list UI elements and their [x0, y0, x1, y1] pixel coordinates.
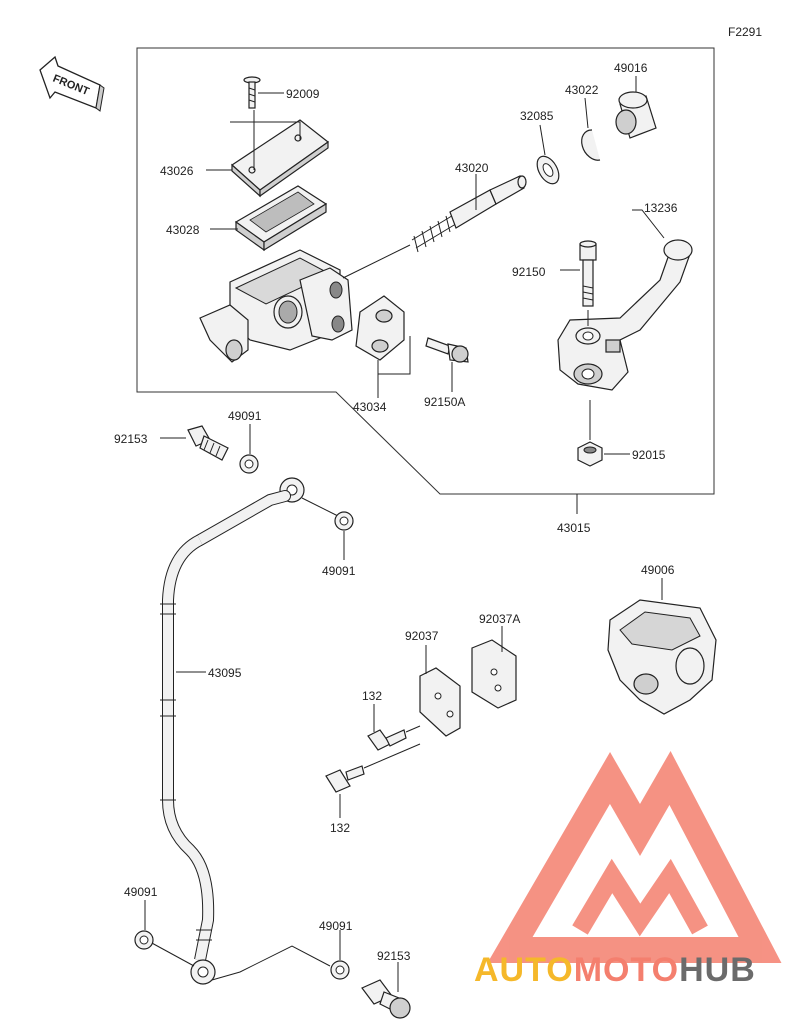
label-92153-bot: 92153 — [377, 949, 411, 963]
washer-49091-a — [239, 454, 259, 474]
master-cylinder-body — [199, 249, 353, 363]
washer-49091-c — [134, 930, 154, 950]
washer-49091-b — [334, 511, 354, 531]
watermark-logo-icon — [487, 751, 782, 963]
screw-92009 — [243, 76, 261, 109]
banjo-bolt-92153-bottom — [361, 979, 411, 1019]
label-132-b: 132 — [330, 821, 350, 835]
label-43015: 43015 — [557, 521, 591, 535]
label-49091-a: 49091 — [228, 409, 262, 423]
label-43020: 43020 — [455, 161, 489, 175]
assembly-frame — [136, 47, 715, 495]
label-92153-top: 92153 — [114, 432, 148, 446]
front-arrow-icon: FRONT — [39, 55, 105, 112]
label-32085: 32085 — [520, 109, 554, 123]
piston-43020 — [411, 175, 527, 253]
clamp-43034 — [355, 295, 405, 361]
label-43022: 43022 — [565, 83, 599, 97]
label-49091-d: 49091 — [319, 919, 353, 933]
label-132-a: 132 — [362, 689, 382, 703]
label-49091-b: 49091 — [322, 564, 356, 578]
cap-43026 — [231, 119, 330, 198]
label-92009: 92009 — [286, 87, 320, 101]
diagram-code: F2291 — [728, 25, 762, 39]
label-49016: 49016 — [614, 61, 648, 75]
cover-49006 — [607, 599, 717, 715]
bolt-92150 — [579, 240, 597, 307]
label-43095: 43095 — [208, 666, 242, 680]
label-49006: 49006 — [641, 563, 675, 577]
circlip-43022 — [581, 129, 601, 161]
label-92037A: 92037A — [479, 612, 520, 626]
lever-13236 — [557, 239, 693, 391]
holder-92037 — [419, 667, 461, 737]
nut-92015 — [577, 441, 603, 467]
label-43028: 43028 — [166, 223, 200, 237]
boot-49016 — [615, 91, 657, 139]
label-92015: 92015 — [632, 448, 666, 462]
svg-text:AUTOMOTOHUB: AUTOMOTOHUB — [474, 951, 756, 989]
holder-92037A — [471, 639, 517, 709]
watermark-hub: HUB — [679, 951, 756, 989]
watermark-auto: AUTO — [474, 951, 574, 989]
bolt-132-a — [367, 729, 407, 751]
diaphragm-43028 — [234, 185, 328, 252]
bolt-92150A — [425, 337, 469, 363]
washer-49091-d — [330, 960, 350, 980]
label-43034: 43034 — [353, 400, 387, 414]
banjo-fitting-bottom — [190, 959, 216, 985]
label-92150: 92150 — [512, 265, 546, 279]
brake-hose-43095 — [160, 490, 291, 962]
label-13236: 13236 — [644, 201, 678, 215]
bolt-132-b — [325, 765, 365, 793]
label-43026: 43026 — [160, 164, 194, 178]
label-49091-c: 49091 — [124, 885, 158, 899]
watermark-moto: MOTO — [574, 951, 679, 989]
banjo-bolt-92153-top — [187, 425, 229, 461]
washer-32085 — [536, 155, 560, 185]
label-92150A: 92150A — [424, 395, 465, 409]
label-92037: 92037 — [405, 629, 439, 643]
